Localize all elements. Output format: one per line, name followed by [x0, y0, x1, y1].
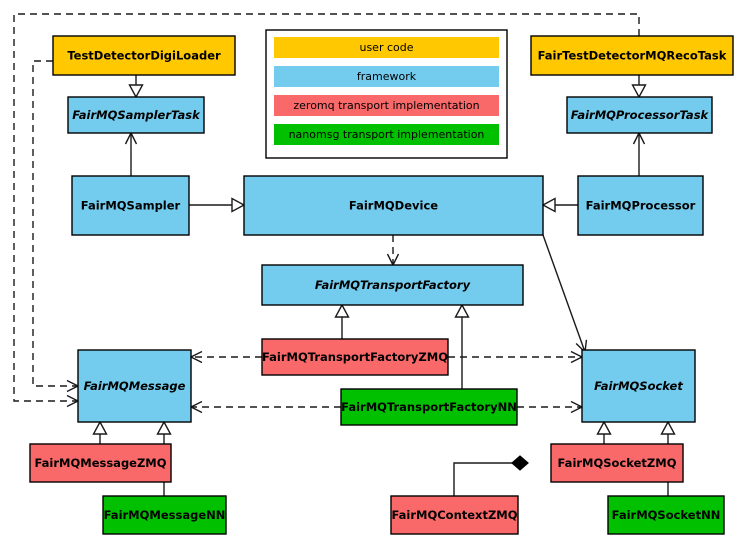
- edge-factoryzmq-depends-socket: [448, 350, 584, 364]
- class-node-FairMQSocketNN[interactable]: FairMQSocketNN: [607, 495, 725, 535]
- edge-digiloader-generalizes-samplertask: [128, 75, 144, 99]
- generalization-arrowhead: [660, 420, 676, 435]
- class-node-label: FairMQTransportFactoryNN: [341, 400, 517, 414]
- class-node-box[interactable]: [530, 35, 734, 76]
- class-node-box[interactable]: [52, 35, 236, 76]
- generalization-arrowhead: [631, 84, 647, 99]
- edge-line: [32, 60, 78, 387]
- edge-messagezmq-generalizes-message: [92, 420, 108, 444]
- edge-recotask-generalizes-processortask: [631, 75, 647, 99]
- class-node-box[interactable]: [566, 96, 713, 134]
- class-node-box[interactable]: [581, 349, 696, 423]
- class-node-FairMQDevice[interactable]: FairMQDevice: [243, 175, 544, 236]
- legend-label: user code: [359, 41, 413, 54]
- class-node-FairMQSampler[interactable]: FairMQSampler: [71, 175, 190, 236]
- class-node-label: FairMQSocketZMQ: [558, 456, 677, 470]
- legend-swatch: [274, 37, 499, 58]
- class-node-box[interactable]: [261, 264, 524, 306]
- class-node-box[interactable]: [390, 495, 519, 535]
- legend-swatch: [274, 124, 499, 145]
- edge-device-depends-transportfactory: [386, 235, 400, 267]
- legend-item-2: zeromq transport implementation: [274, 95, 499, 116]
- class-node-label: FairMQContextZMQ: [391, 508, 517, 522]
- class-node-FairMQContextZMQ[interactable]: FairMQContextZMQ: [390, 495, 519, 535]
- class-node-label: FairMQDevice: [349, 199, 438, 213]
- edge-sampler-uses-samplertask: [124, 131, 138, 176]
- edge-processor-uses-processortask: [632, 131, 646, 176]
- class-node-label: FairMQSocket: [594, 379, 683, 393]
- class-node-TestDetectorDigiLoader[interactable]: TestDetectorDigiLoader: [52, 35, 236, 76]
- class-node-label: FairMQMessageNN: [104, 508, 226, 522]
- generalization-arrowhead: [596, 420, 612, 435]
- class-node-box[interactable]: [550, 443, 684, 483]
- generalization-arrowhead: [231, 197, 246, 213]
- class-node-FairMQTransportFactoryZMQ[interactable]: FairMQTransportFactoryZMQ: [261, 338, 449, 376]
- class-node-label: FairMQProcessorTask: [571, 108, 710, 122]
- edge-factorynn-generalizes-factory: [454, 303, 470, 389]
- class-node-label: FairMQProcessor: [586, 199, 696, 213]
- class-node-FairMQProcessor[interactable]: FairMQProcessor: [577, 175, 704, 236]
- class-node-FairMQSocketZMQ[interactable]: FairMQSocketZMQ: [550, 443, 684, 483]
- class-node-FairMQSocket[interactable]: FairMQSocket: [581, 349, 696, 423]
- class-node-box[interactable]: [577, 175, 704, 236]
- class-node-box[interactable]: [77, 349, 192, 423]
- class-node-box[interactable]: [340, 388, 518, 426]
- legend-label: nanomsg transport implementation: [289, 128, 485, 141]
- edge-line: [453, 462, 528, 496]
- class-node-label: FairMQTransportFactoryZMQ: [262, 350, 448, 364]
- class-node-label: FairTestDetectorMQRecoTask: [538, 49, 727, 63]
- legend-swatch: [274, 95, 499, 116]
- generalization-arrowhead: [541, 197, 556, 213]
- edge-sampler-generalizes-device: [189, 197, 246, 213]
- class-node-label: FairMQSampler: [81, 199, 181, 213]
- class-node-box[interactable]: [29, 443, 172, 483]
- class-node-label: FairMQMessage: [84, 379, 186, 393]
- edge-socketzmq-generalizes-socket: [596, 420, 612, 444]
- class-node-FairMQMessage[interactable]: FairMQMessage: [77, 349, 192, 423]
- generalization-arrowhead: [128, 84, 144, 99]
- composition-diamond: [511, 455, 529, 471]
- class-node-box[interactable]: [71, 175, 190, 236]
- legend-item-3: nanomsg transport implementation: [274, 124, 499, 145]
- class-node-label: TestDetectorDigiLoader: [67, 49, 221, 63]
- class-node-FairMQProcessorTask[interactable]: FairMQProcessorTask: [566, 96, 713, 134]
- nodes-layer: TestDetectorDigiLoader FairTestDetectorMQ…: [29, 35, 734, 535]
- class-node-FairMQMessageNN[interactable]: FairMQMessageNN: [102, 495, 227, 535]
- class-node-FairTestDetectorMQRecoTask[interactable]: FairTestDetectorMQRecoTask: [530, 35, 734, 76]
- class-node-box[interactable]: [102, 495, 227, 535]
- edge-socketzmq-composes-contextzmq: [453, 455, 529, 496]
- legend-swatch: [274, 66, 499, 87]
- legend-label: zeromq transport implementation: [293, 99, 479, 112]
- class-node-label: FairMQTransportFactory: [315, 278, 471, 292]
- class-node-label: FairMQMessageZMQ: [34, 456, 166, 470]
- generalization-arrowhead: [156, 420, 172, 435]
- class-node-FairMQTransportFactory[interactable]: FairMQTransportFactory: [261, 264, 524, 306]
- generalization-arrowhead: [454, 303, 470, 318]
- class-node-FairMQSamplerTask[interactable]: FairMQSamplerTask: [67, 96, 205, 134]
- class-node-label: FairMQSamplerTask: [72, 108, 201, 122]
- class-node-FairMQMessageZMQ[interactable]: FairMQMessageZMQ: [29, 443, 172, 483]
- class-node-box[interactable]: [67, 96, 205, 134]
- class-node-box[interactable]: [243, 175, 544, 236]
- edge-factorynn-depends-message: [189, 400, 341, 414]
- generalization-arrowhead: [92, 420, 108, 435]
- edge-factoryzmq-generalizes-factory: [334, 303, 350, 339]
- edge-factorynn-depends-socket: [517, 400, 584, 414]
- legend-item-1: framework: [274, 66, 499, 87]
- edge-line: [13, 13, 640, 402]
- legend-label: framework: [357, 70, 417, 83]
- generalization-arrowhead: [334, 303, 350, 318]
- edge-line: [542, 234, 586, 353]
- class-node-FairMQTransportFactoryNN[interactable]: FairMQTransportFactoryNN: [340, 388, 518, 426]
- class-node-box[interactable]: [607, 495, 725, 535]
- edge-factoryzmq-depends-message: [189, 350, 262, 364]
- class-node-label: FairMQSocketNN: [612, 508, 721, 522]
- legend-layer: user code framework zeromq transport imple…: [265, 29, 508, 159]
- legend-item-0: user code: [274, 37, 499, 58]
- edge-device-uses-socket: [542, 234, 588, 354]
- edge-processor-generalizes-device: [541, 197, 578, 213]
- class-node-box[interactable]: [261, 338, 449, 376]
- edges-layer: [13, 13, 676, 496]
